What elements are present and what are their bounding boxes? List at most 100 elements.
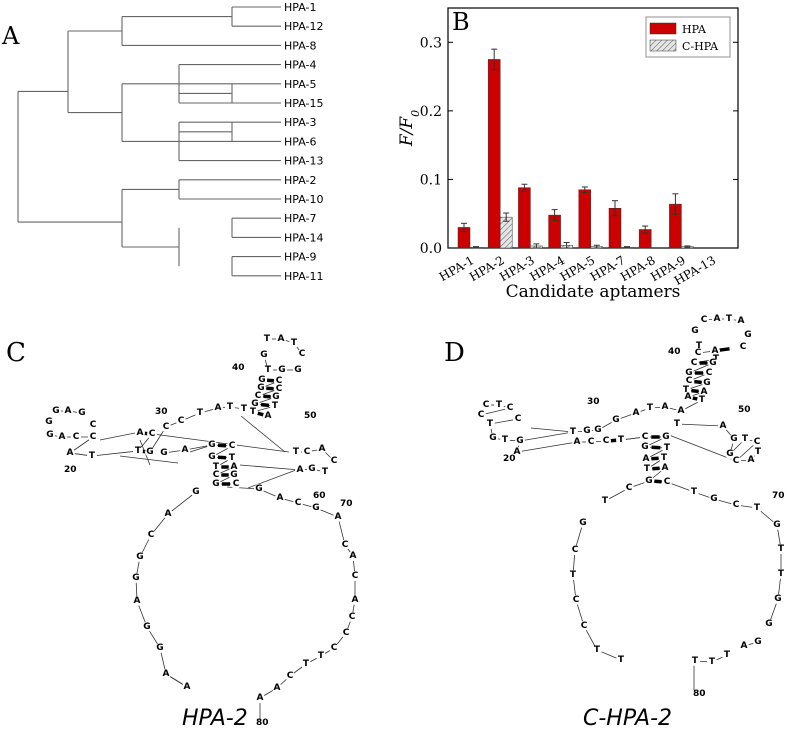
hpa2-nucleotide-bg [255,693,265,703]
chpa2-nucleotide-bg [746,455,756,465]
hpa2-nucleotide: C [148,530,155,540]
hpa2-nucleotide: T [303,659,310,669]
hpa2-backbone-link [167,491,197,515]
chpa2-nucleotide: G [754,637,761,647]
chpa2-nucleotide-bg [752,437,762,447]
chpa2-nucleotide: G [774,594,781,604]
leaf-label: HPA-9 [284,251,316,264]
hpa2-nucleotide: G [255,484,262,494]
hpa2-nucleotide-bg [341,628,351,638]
hpa2-nucleotide-bg [275,493,285,503]
hpa2-nucleotide: G [146,447,153,457]
chpa2-nucleotide: A [662,463,669,473]
hpa2-position-number: 30 [155,407,168,417]
chpa2-nucleotide: G [773,520,780,530]
hpa2-nucleotide-bg [263,411,273,421]
chpa2-nucleotide: T [594,645,601,655]
chpa2-nucleotide: A [678,406,685,416]
chpa2-position-number: 80 [693,689,706,699]
hpa2-nucleotide-bg [227,441,237,451]
hpa2-nucleotide: G [208,440,215,450]
hpa2-nucleotide: T [197,408,204,418]
leaf-label: HPA-8 [284,39,316,52]
chpa2-nucleotide-bg [593,425,603,435]
chpa2-nucleotide-bg [640,432,650,442]
hpa2-nucleotide-bg [63,406,73,416]
chpa2-nucleotide: G [703,378,710,388]
legend-swatch [649,39,677,52]
chpa2-nucleotide-bg [582,426,592,436]
chpa2-nucleotide-bg [572,437,582,447]
hpa2-nucleotide-bg [229,462,239,472]
hpa2-nucleotide-bg [285,671,295,681]
chpa2-nucleotide: G [730,434,737,444]
chpa2-nucleotide: T [778,544,785,554]
chpa2-nucleotide: T [754,503,761,513]
chpa2-nucleotide-bg [752,503,762,513]
chpa2-position-number: 20 [503,454,516,464]
hpa2-nucleotide: T [265,365,272,375]
hpa2-nucleotide: G [132,573,139,583]
hpa2-nucleotide: C [255,391,262,401]
hpa2-nucleotide-bg [161,422,171,432]
chpa2-backbone-link [530,427,574,433]
chpa2-nucleotide: C [588,437,595,447]
chpa2-nucleotide: G [612,415,619,425]
hpa2-backbone-link [91,450,139,457]
hpa2-nucleotide-bg [159,448,169,458]
hpa2-nucleotide: C [213,470,220,480]
hpa2-nucleotide-bg [195,408,205,418]
chpa2-nucleotide-bg [725,449,735,459]
chpa2-position-number: 30 [587,397,600,407]
chpa2-nucleotide: G [579,518,586,528]
hpa2-nucleotide-bg [253,391,263,401]
leaf-label: HPA-7 [284,212,316,225]
chpa2-nucleotide: C [573,595,580,605]
chpa2-nucleotide: T [683,385,690,395]
chpa2-base-pair [691,396,699,401]
chpa2-nucleotide-bg [661,432,671,442]
chpa2-nucleotide-bg [710,346,720,356]
chpa2-nucleotide: A [741,641,748,651]
hpa2-nucleotide: C [342,540,349,550]
chpa2-nucleotide-bg [624,483,634,493]
hpa2-nucleotide-bg [297,349,307,359]
chpa2-nucleotide-bg [689,358,699,368]
legend-label: C-HPA [682,40,719,53]
y-tick-label: 0.0 [420,241,442,257]
chpa2-base-pair [691,388,699,394]
hpa2-nucleotide-bg [316,651,326,661]
hpa2-nucleotide: A [274,683,281,693]
hpa2-nucleotide-bg [133,446,143,456]
hpa2-nucleotide: G [257,383,264,393]
hpa2-nucleotide: T [250,407,257,417]
hpa2-nucleotide-bg [57,432,67,442]
hpa2-nucleotide-bg [211,479,221,489]
chpa2-nucleotide: T [778,569,785,579]
hpa2-nucleotide: A [231,462,238,472]
chpa2-nucleotide: T [713,354,720,364]
hpa2-nucleotide-bg [271,392,281,402]
hpa2-nucleotide: T [293,447,300,457]
panel-label-b: B [452,8,470,36]
chpa2-nucleotide: T [724,650,731,660]
leaf-label: HPA-3 [284,116,316,129]
hpa2-base-pair [257,411,264,417]
chpa2-backbone-link [668,434,737,462]
hpa2-backbone-link [152,433,290,453]
chpa2-nucleotide-bg [568,427,578,437]
hpa2-nucleotide: G [192,487,199,497]
hpa2-nucleotide-bg [211,470,221,480]
chpa2-nucleotide: C [740,342,747,352]
hpa2-nucleotide: C [178,416,185,426]
legend-swatch [649,22,677,35]
chpa2-nucleotide: A [633,408,640,418]
chpa2-nucleotide-bg [738,342,748,352]
chpa2-nucleotide: C [686,376,693,386]
hpa2-nucleotide: T [322,467,329,477]
chpa2-nucleotide-bg [773,594,783,604]
hpa2-nucleotide: A [163,669,170,679]
hpa2-nucleotide-bg [180,445,190,455]
hpa2-nucleotide-bg [145,447,155,457]
hpa2-nucleotide: A [215,403,222,413]
